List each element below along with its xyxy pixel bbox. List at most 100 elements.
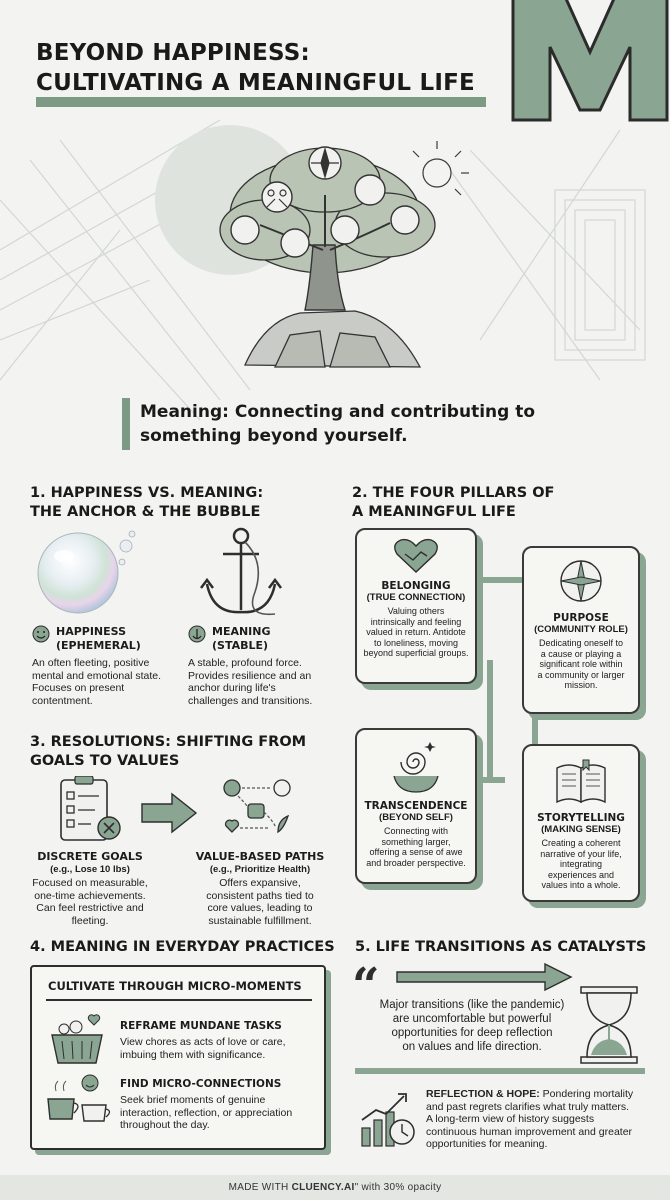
values-body-line: sustainable fulfillment. [208,914,312,927]
pillar-body-line: offering a sense of awe [369,847,463,857]
tree-illustration [219,141,469,368]
section-5-title: 5. LIFE TRANSITIONS AS CATALYSTS [355,939,647,955]
value-paths-icon [223,779,291,834]
box-divider [46,999,312,1001]
pillar-body-line: significant role within [539,659,623,669]
values-label: VALUE-BASED PATHS [195,850,325,863]
quote-line: Major transitions (like the pandemic) [379,999,565,1011]
happiness-label: HAPPINESS [56,625,127,638]
happiness-body-line: contentment. [32,694,93,707]
tagline: Meaning: Connecting and contributing to … [140,400,535,448]
growth-chart-clock-icon [361,1093,415,1147]
anchor-icon [200,527,282,616]
pillar-body-line: Valuing others [387,606,445,616]
quote-line: opportunities for deep reflection [391,1027,553,1039]
pillar-body: Dedicating oneself to a cause or playing… [530,638,632,691]
section-1-title: 1. HAPPINESS VS. MEANING: THE ANCHOR & T… [30,484,263,522]
micro-item-label: REFRAME MUNDANE TASKS [120,1020,282,1032]
micro-item-body: Seek brief moments of genuine interactio… [120,1094,292,1132]
quote-line: on values and life direction. [402,1041,542,1053]
pillar-sub: (TRUE CONNECTION) [366,592,466,603]
pillar-body: Creating a coherent narrative of your li… [530,838,632,891]
micro-item-body-line: View chores as acts of love or care, [120,1036,286,1048]
goals-label: DISCRETE GOALS [37,850,143,863]
meaning-body-line: Provides resilience and an [188,669,312,682]
meaning-sub: (STABLE) [212,639,269,652]
tagline-line-2: something beyond yourself. [140,426,408,446]
footer-prefix: MADE WITH [228,1182,292,1193]
values-body-line: Offers expansive, [219,877,301,889]
hourglass-icon [580,986,638,1064]
pillar-belonging: BELONGING (TRUE CONNECTION) Valuing othe… [355,528,477,684]
pillar-sub: (BEYOND SELF) [379,812,453,823]
pillar-sub: (COMMUNITY ROLE) [534,624,628,635]
meaning-body: A stable, profound force. Provides resil… [188,657,312,707]
pillar-body-line: something larger, [381,836,451,847]
goals-body: Focused on measurable, one-time achievem… [20,877,160,927]
footer: MADE WITH CLUENCY.AI" with 30% opacity [0,1175,670,1200]
sun-icon [412,141,469,196]
pillar-body-line: experiences and [547,869,615,880]
pillar-storytelling: STORYTELLING (MAKING SENSE) Creating a c… [522,744,640,902]
section-1-title-line-2: THE ANCHOR & THE BUBBLE [30,504,261,520]
pillar-body-line: narrative of your life, [540,848,622,859]
goals-body-line: fleeting. [71,914,109,927]
values-body-line: core values, leading to [207,902,313,914]
values-sub: (e.g., Prioritize Health) [209,864,311,875]
meaning-body-line: challenges and transitions. [188,694,313,707]
happiness-body: An often fleeting, positive mental and e… [32,657,161,707]
title-line-1: BEYOND HAPPINESS: [36,40,310,66]
pillar-body: Connecting with something larger, offeri… [363,826,469,868]
meaning-label: MEANING [212,625,271,638]
pillar-body-line: mission. [564,680,598,690]
micro-item-body-line: interaction, reflection, or appreciation [120,1106,293,1119]
pillar-label: BELONGING [381,580,451,592]
reflection-label: REFLECTION & HOPE: [426,1088,540,1100]
happiness-heading: HAPPINESS (EPHEMERAL) [32,625,141,653]
reflection-line: and past regrets clarifies what truly ma… [426,1100,630,1113]
goals-body-line: Can feel restrictive and [36,902,144,914]
micro-moments-box: CULTIVATE THROUGH MICRO-MOMENTS REFRAME … [30,965,326,1150]
micro-item-label: FIND MICRO-CONNECTIONS [120,1078,282,1090]
pillar-body-line: Creating a coherent [541,838,621,848]
reflection-line: continuous human improvement and greater [426,1125,633,1138]
pillar-transcendence: TRANSCENDENCE (BEYOND SELF) Connecting w… [355,728,477,884]
micro-item-body: View chores as acts of love or care, imb… [120,1036,286,1061]
goals-sub: (e.g., Lose 10 lbs) [50,864,130,875]
pillar-body: Valuing others intrinsically and feeling… [363,606,469,659]
section-2-title: 2. THE FOUR PILLARS OF A MEANINGFUL LIFE [352,484,554,522]
compass-icon [560,560,602,602]
right-arrow-icon [141,792,198,834]
meaning-body-line: A stable, profound force. [188,657,302,669]
checklist-icon [60,776,121,841]
transition-quote: Major transitions (like the pandemic) ar… [372,998,572,1054]
goals-body-line: Focused on measurable, [32,877,148,889]
reflection-line: Pondering mortality [539,1088,634,1100]
micro-item-1: REFRAME MUNDANE TASKS View chores as act… [120,1019,286,1061]
happiness-body-line: Focuses on present [32,682,125,694]
pillar-label: TRANSCENDENCE [364,800,468,812]
quote-mark-icon: “ [352,958,380,1014]
pillar-body-line: valued in return. Antidote [366,627,466,637]
laundry-basket-icon [51,1014,103,1064]
pillar-body-line: intrinsically and feeling [370,616,462,627]
pillar-label: STORYTELLING [537,812,625,824]
pillar-body-line: and broader perspective. [366,857,466,868]
pillar-sub: (MAKING SENSE) [541,824,621,835]
micro-item-body-line: Seek brief moments of genuine [120,1094,266,1106]
micro-item-body-line: throughout the day. [120,1119,210,1131]
reflection-hope: REFLECTION & HOPE: Pondering mortality a… [426,1088,633,1151]
pillar-body-line: a cause or playing a [540,648,622,659]
small-anchor-icon [188,625,206,643]
pillar-body-line: values into a whole. [541,880,621,890]
pillar-body-line: Connecting with [383,826,449,836]
goals-body-line: one-time achievements. [34,889,146,902]
meaning-heading: MEANING (STABLE) [188,625,271,653]
page-title: BEYOND HAPPINESS: CULTIVATING A MEANINGF… [36,38,475,98]
reflection-line: opportunities for meaning. [426,1138,548,1150]
micro-item-2: FIND MICRO-CONNECTIONS Seek brief moment… [120,1077,292,1132]
tagline-bar [122,398,130,450]
micro-item-body-line: imbuing them with significance. [120,1048,266,1061]
section-3-title: 3. RESOLUTIONS: SHIFTING FROM GOALS TO V… [30,733,306,771]
big-letter-logo [505,0,670,130]
